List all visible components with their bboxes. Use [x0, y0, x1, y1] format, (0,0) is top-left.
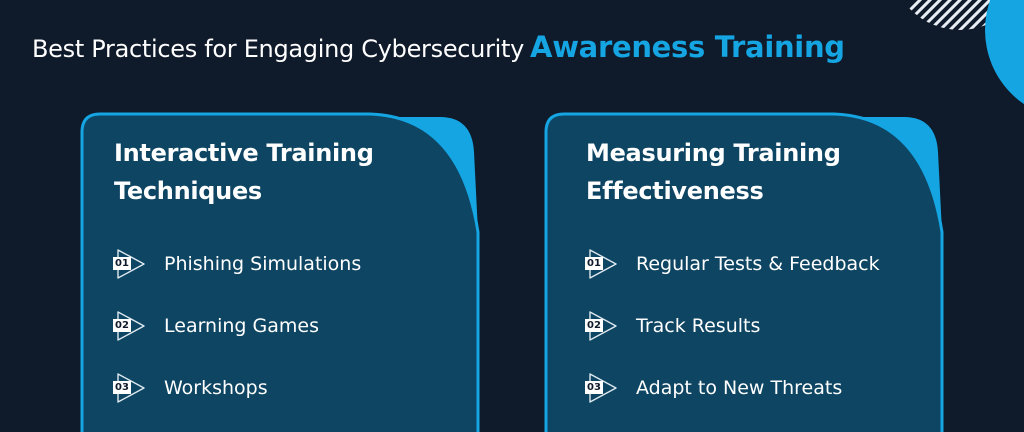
card-measuring-effectiveness: Measuring Training Effectiveness 01 Regu…: [544, 112, 964, 432]
item-number: 02: [113, 319, 131, 332]
play-number-icon: 02: [584, 309, 624, 343]
list-item: 01 Phishing Simulations: [112, 247, 361, 281]
card-shape: [80, 112, 480, 432]
item-number: 03: [113, 381, 131, 394]
item-label: Track Results: [636, 315, 761, 337]
card-interactive-training: Interactive Training Techniques 01 Phish…: [80, 112, 500, 432]
item-label: Learning Games: [164, 315, 319, 337]
item-label: Regular Tests & Feedback: [636, 253, 880, 275]
accent-circle: [985, 0, 1024, 105]
title-accent: Awareness Training: [530, 30, 845, 64]
play-number-icon: 03: [584, 371, 624, 405]
item-label: Workshops: [164, 377, 268, 399]
item-label: Adapt to New Threats: [636, 377, 843, 399]
card-heading: Interactive Training Techniques: [114, 139, 374, 205]
page-title: Best Practices for Engaging Cybersecurit…: [32, 30, 845, 64]
item-label: Phishing Simulations: [164, 253, 362, 275]
item-number: 03: [585, 381, 603, 394]
play-number-icon: 01: [584, 247, 624, 281]
list-item: 03 Adapt to New Threats: [584, 371, 842, 405]
list-item: 03 Workshops: [112, 371, 268, 405]
item-number: 01: [585, 257, 603, 270]
play-number-icon: 03: [112, 371, 152, 405]
play-number-icon: 02: [112, 309, 152, 343]
title-main: Best Practices for Engaging Cybersecurit…: [32, 35, 525, 63]
card-heading: Measuring Training Effectiveness: [586, 139, 841, 205]
list-item: 01 Regular Tests & Feedback: [584, 247, 880, 281]
list-item: 02 Track Results: [584, 309, 760, 343]
card-shape: [544, 112, 944, 432]
list-item: 02 Learning Games: [112, 309, 319, 343]
item-number: 01: [113, 257, 131, 270]
item-number: 02: [585, 319, 603, 332]
play-number-icon: 01: [112, 247, 152, 281]
